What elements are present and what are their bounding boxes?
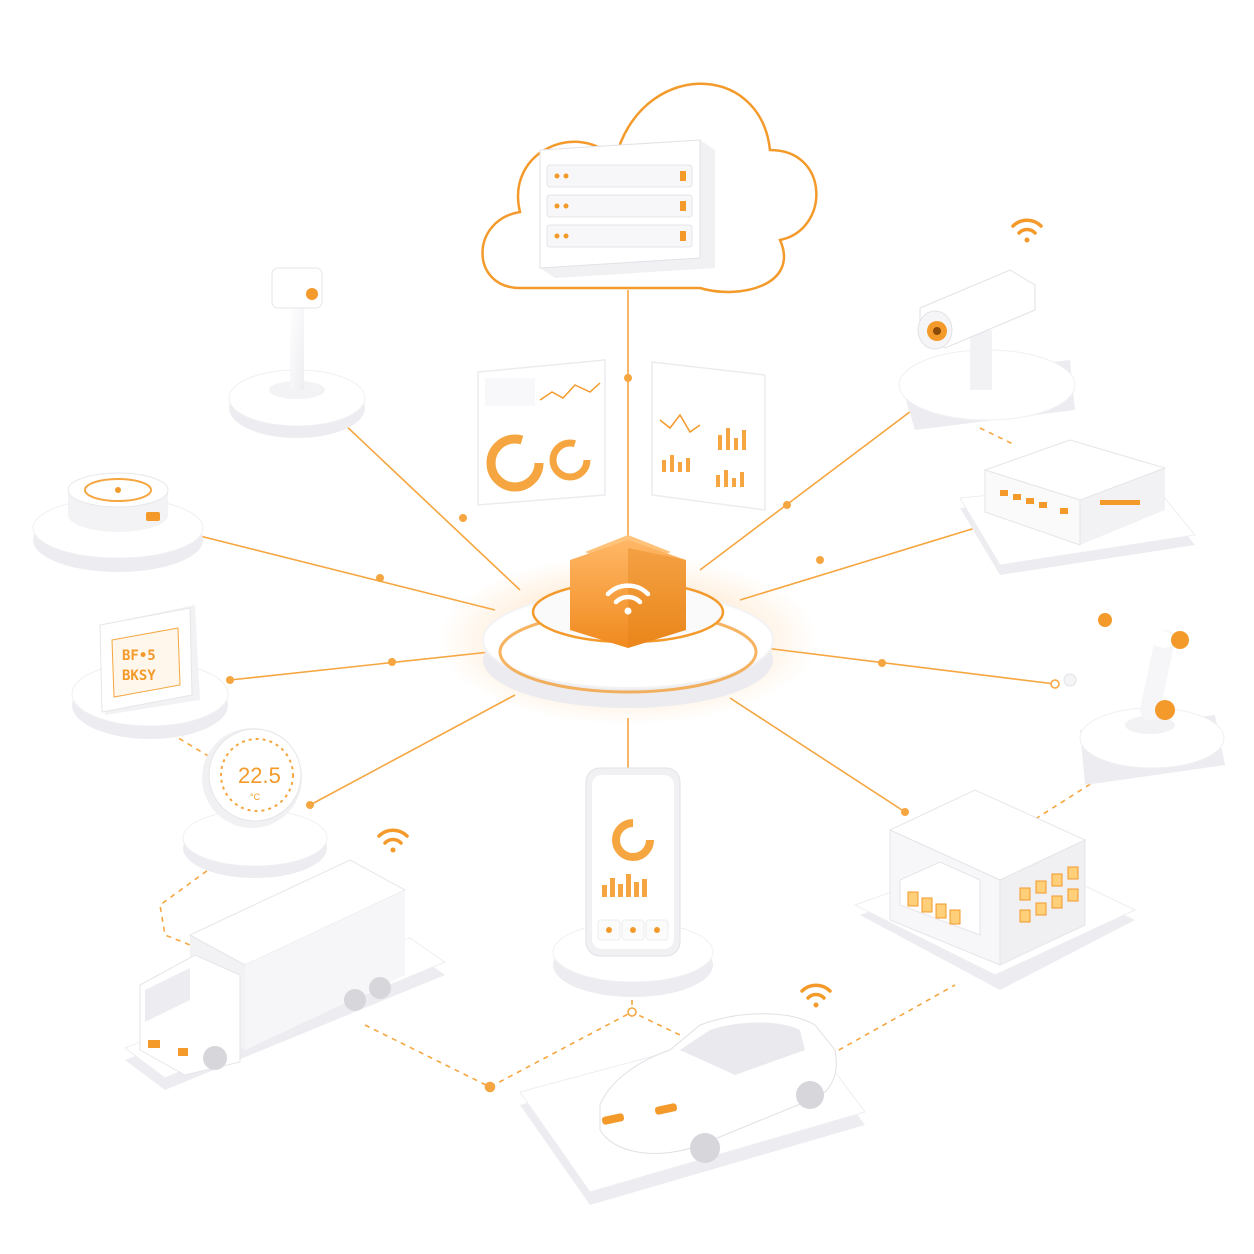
car-icon — [599, 1013, 837, 1163]
link-camera — [699, 407, 916, 571]
pole-sensor-icon — [271, 267, 323, 309]
link-node — [484, 1081, 496, 1093]
link-dot — [901, 808, 909, 816]
dash-camera-router — [979, 427, 1016, 446]
router-icon — [983, 439, 1167, 546]
thermostat[interactable]: 22.5 °C — [182, 728, 328, 878]
link-dot — [783, 501, 791, 509]
link-factory — [729, 697, 906, 813]
donut-chart — [486, 434, 544, 492]
wifi-icon — [800, 983, 832, 1008]
link-dot — [816, 556, 824, 564]
link-dot — [376, 574, 384, 582]
router[interactable] — [959, 439, 1196, 575]
dash-car-factory — [829, 984, 956, 1056]
link-dot — [624, 374, 632, 382]
donut-chart — [549, 439, 591, 481]
link-dot — [226, 676, 234, 684]
smartphone[interactable] — [552, 767, 714, 997]
link-thermostat — [309, 694, 516, 806]
robotic-arm[interactable] — [1063, 612, 1225, 785]
thermostat-unit: °C — [250, 792, 261, 802]
dash-thermostat-truck — [159, 864, 216, 946]
wifi-icon — [1011, 218, 1043, 243]
truck-icon — [139, 859, 407, 1076]
smart-puck-icon — [67, 472, 169, 532]
hub[interactable] — [438, 535, 818, 725]
building-icon — [888, 789, 1087, 966]
link-router — [739, 524, 986, 601]
link-dot — [878, 659, 886, 667]
display-panel[interactable]: BF•5 BKSY — [71, 605, 229, 739]
hub-cube-shade — [628, 548, 686, 648]
link-node — [627, 1007, 637, 1017]
dashed-link-nodes — [484, 679, 1060, 1093]
cloud-server[interactable] — [481, 82, 818, 294]
wifi-icon — [605, 583, 651, 615]
display-line-1: BF•5 — [122, 648, 156, 664]
connection-lines — [195, 290, 1056, 813]
truck[interactable] — [123, 859, 447, 1090]
building[interactable] — [853, 789, 1137, 990]
link-dot — [459, 514, 467, 522]
link-pole-sensor — [342, 422, 521, 591]
server-rack-icon — [539, 139, 715, 278]
dashboard-right[interactable] — [651, 361, 766, 511]
link-puck — [195, 534, 496, 611]
security-camera-icon — [917, 269, 1036, 390]
smartphone-icon — [585, 767, 681, 957]
dash-factory-robot — [1009, 777, 1101, 836]
thermostat-temperature: 22.5 — [238, 763, 281, 788]
car[interactable] — [519, 1013, 866, 1205]
link-node — [1050, 679, 1060, 689]
display-line-2: BKSY — [122, 668, 156, 684]
line-chart — [539, 382, 601, 401]
security-camera[interactable] — [898, 269, 1076, 430]
dashboard-left[interactable] — [477, 359, 606, 506]
pole-sensor[interactable] — [228, 267, 366, 438]
link-dot — [306, 801, 314, 809]
bar-chart — [662, 428, 746, 487]
link-dot — [388, 658, 396, 666]
hub-cube-left — [570, 540, 686, 648]
line-chart — [659, 413, 701, 434]
robotic-arm-icon — [1063, 612, 1189, 734]
wifi-icon — [377, 828, 409, 853]
smart-puck[interactable] — [32, 472, 204, 572]
